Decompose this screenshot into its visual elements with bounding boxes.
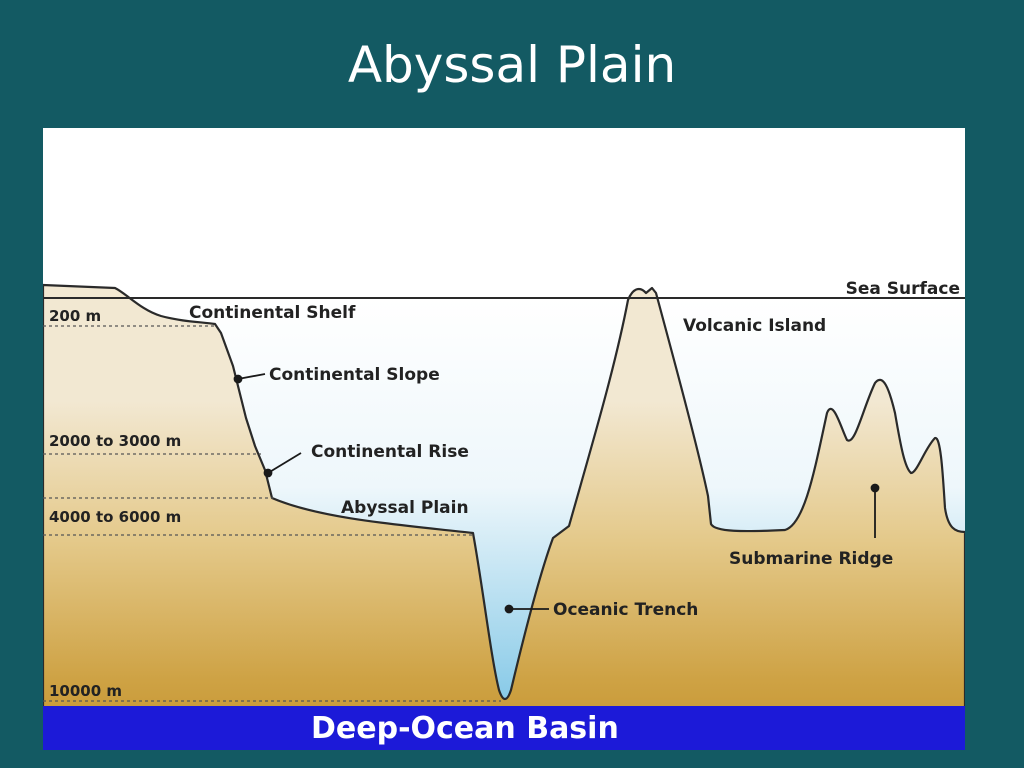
dot-oceanic-trench bbox=[504, 604, 514, 614]
label-continental-shelf: Continental Shelf bbox=[189, 303, 356, 323]
ocean-floor-diagram: Sea Surface Continental Shelf Continenta… bbox=[43, 128, 965, 750]
label-continental-rise: Continental Rise bbox=[311, 442, 469, 462]
label-volcanic-island: Volcanic Island bbox=[683, 316, 826, 336]
depth-label-2000-3000: 2000 to 3000 m bbox=[49, 432, 181, 450]
depth-label-200: 200 m bbox=[49, 307, 101, 325]
ocean-floor-svg: Sea Surface Continental Shelf Continenta… bbox=[43, 128, 965, 750]
label-abyssal-plain: Abyssal Plain bbox=[341, 498, 469, 518]
dot-continental-rise bbox=[263, 468, 273, 478]
deep-ocean-basin-band bbox=[43, 706, 965, 750]
depth-label-10000: 10000 m bbox=[49, 682, 122, 700]
leader-continental-rise bbox=[267, 452, 302, 474]
label-sea-surface: Sea Surface bbox=[846, 279, 960, 299]
label-deep-ocean-basin: Deep-Ocean Basin bbox=[311, 711, 619, 746]
leader-continental-slope bbox=[237, 373, 266, 380]
label-oceanic-trench: Oceanic Trench bbox=[553, 600, 698, 620]
depth-label-4000-6000: 4000 to 6000 m bbox=[49, 508, 181, 526]
dot-submarine-ridge bbox=[870, 483, 880, 493]
dot-continental-slope bbox=[233, 374, 243, 384]
slide-title: Abyssal Plain bbox=[347, 36, 677, 94]
label-continental-slope: Continental Slope bbox=[269, 365, 440, 385]
seafloor-profile bbox=[43, 283, 965, 750]
label-submarine-ridge: Submarine Ridge bbox=[729, 549, 893, 569]
